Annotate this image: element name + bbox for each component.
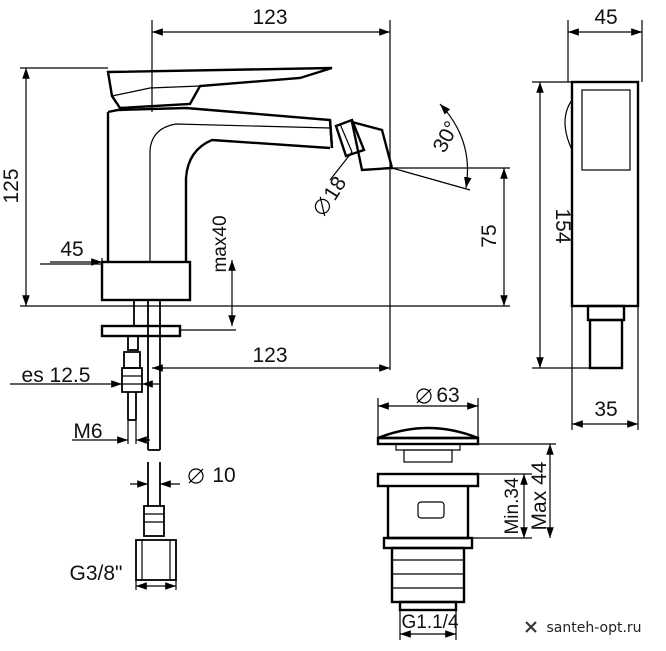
label-min34: Min.34 (502, 477, 523, 534)
svg-text:63: 63 (436, 384, 459, 407)
dimension-lines-main (10, 20, 510, 590)
label-diameter-63: 63 (416, 384, 460, 407)
label-angle-30: 30° (429, 118, 464, 157)
drain-valve (376, 398, 556, 640)
label-spout-45: 45 (60, 238, 83, 261)
label-g1-1-4: G1.1/4 (401, 612, 458, 633)
label-height-75: 75 (478, 224, 501, 247)
label-max40: max40 (210, 215, 231, 272)
label-m6: M6 (73, 420, 102, 443)
label-diameter-10: 10 (188, 464, 236, 487)
watermark: santeh-opt.ru (525, 620, 642, 636)
label-lower-123: 123 (252, 344, 287, 367)
dimension-labels-main: 123 125 45 max40 75 30° 18 123 es 12.5 M… (0, 6, 501, 585)
svg-text:10: 10 (212, 464, 235, 487)
label-max44: Max 44 (528, 461, 551, 530)
label-height-125: 125 (0, 168, 23, 203)
label-g3-8: G3/8" (70, 562, 123, 585)
label-width-45: 45 (594, 6, 617, 29)
faucet-front-view (532, 20, 643, 430)
diameter-symbol-icon (416, 388, 432, 404)
diameter-symbol-icon (188, 468, 204, 484)
label-width-35: 35 (594, 398, 617, 421)
label-top-width: 123 (252, 6, 287, 29)
faucet-side-view (100, 66, 394, 581)
label-height-154: 154 (551, 208, 574, 243)
label-diameter-18: 18 (314, 173, 351, 217)
dimension-labels-drain: 63 Min.34 Max 44 G1.1/4 (401, 384, 551, 633)
watermark-text: santeh-opt.ru (546, 620, 641, 636)
dimension-labels-front: 45 154 35 (551, 6, 618, 421)
x-mark-icon (525, 621, 537, 633)
label-es-12-5: es 12.5 (22, 364, 91, 387)
diameter-symbol-icon (314, 198, 331, 214)
